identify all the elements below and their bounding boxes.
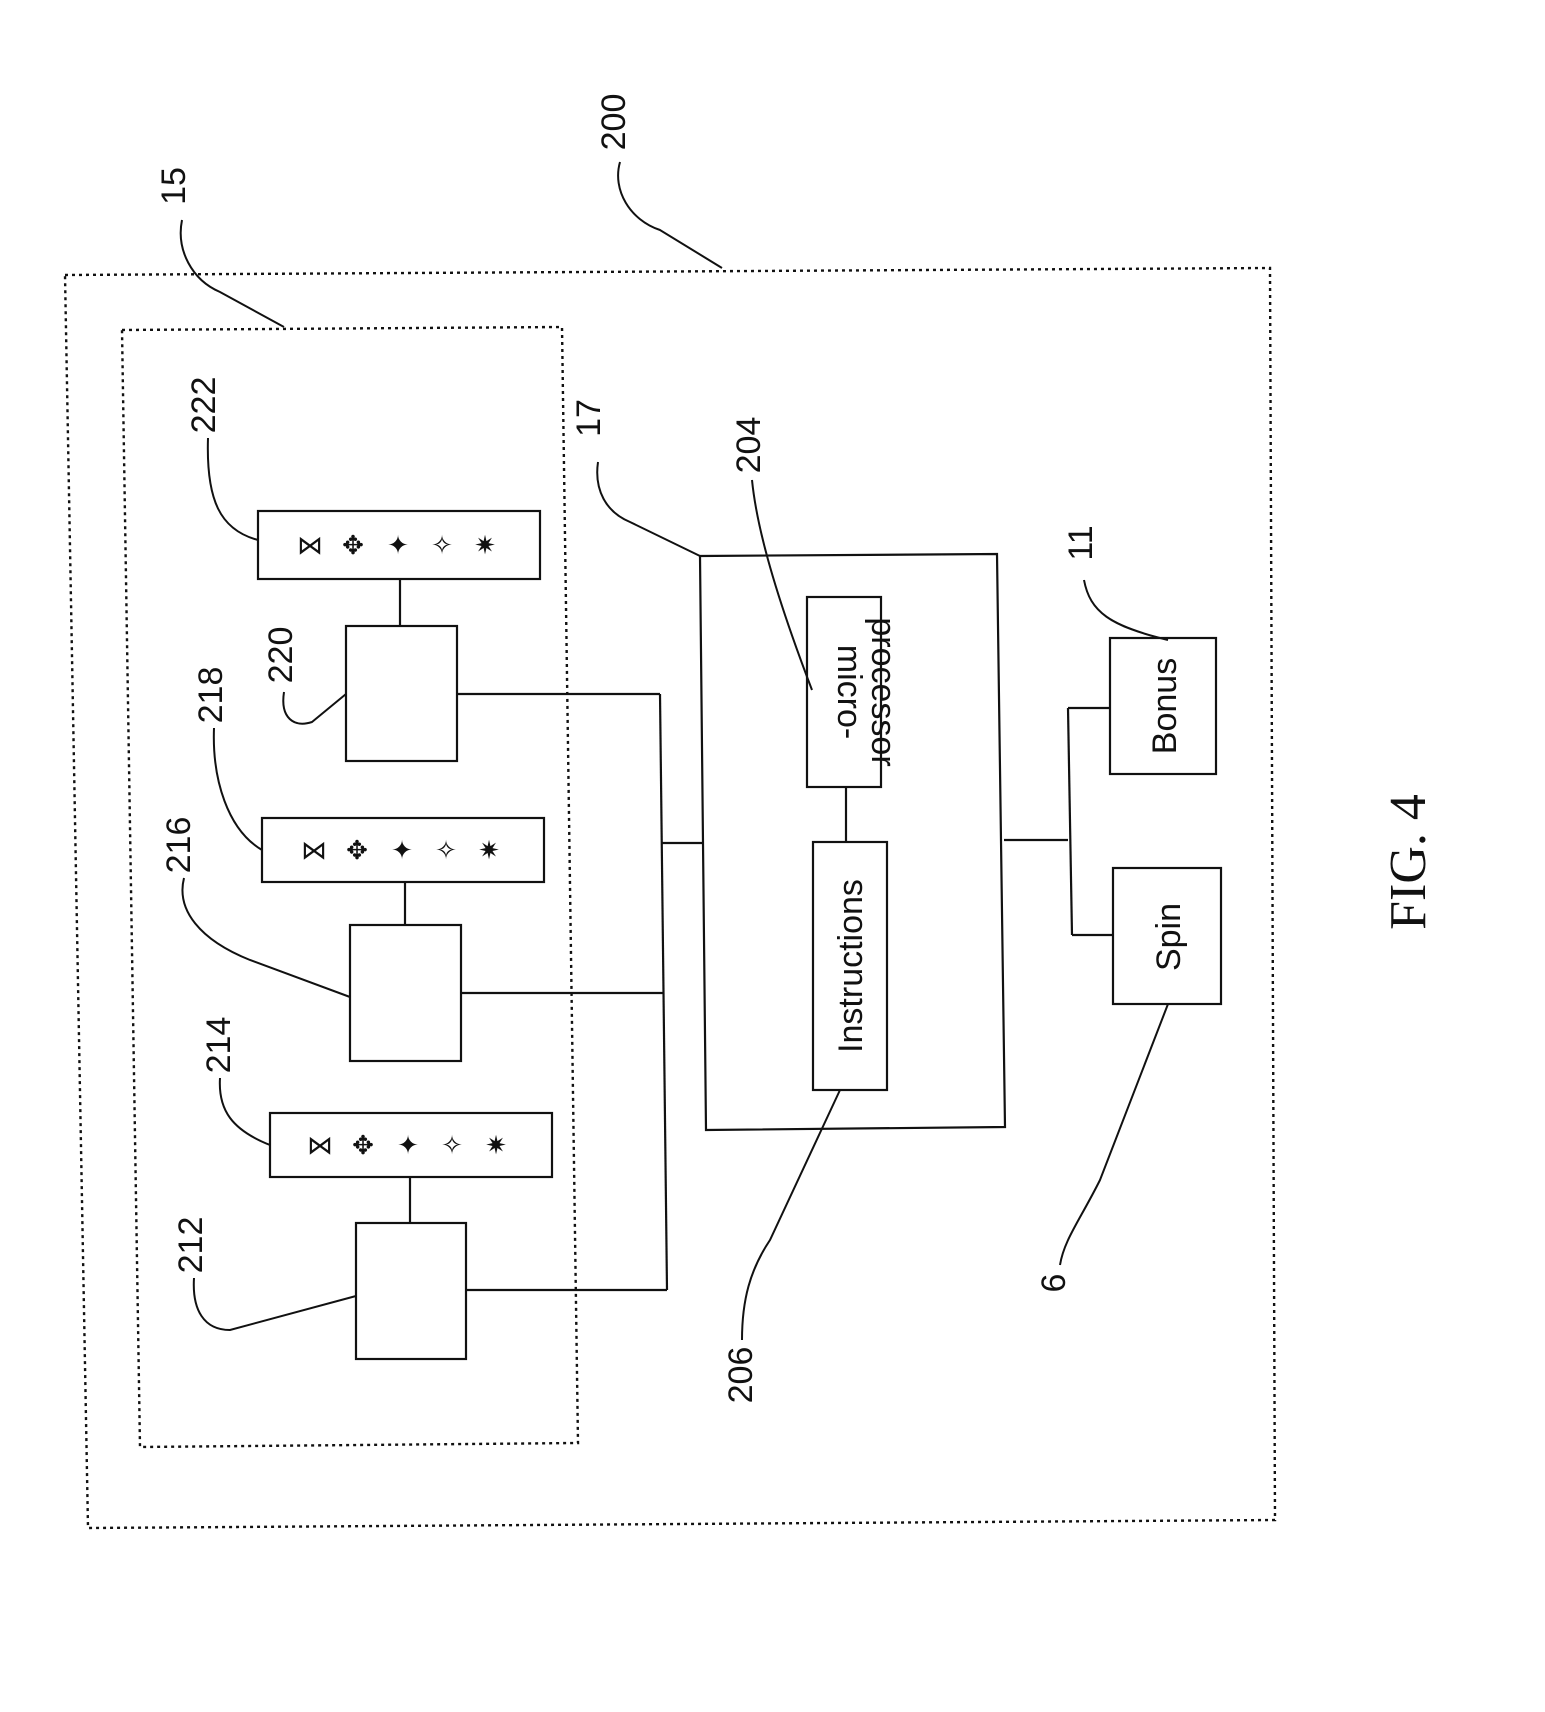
leader-line-220 xyxy=(283,692,346,724)
figure-label: FIG. 4 xyxy=(1380,794,1437,930)
reel-symbol: ✥ xyxy=(346,836,368,866)
reel-symbol: ✧ xyxy=(441,1131,463,1161)
ref-220: 220 xyxy=(262,627,300,684)
ref-206: 206 xyxy=(722,1347,760,1404)
display-box-212 xyxy=(356,1223,466,1359)
reel-symbol: ⋈ xyxy=(307,1131,333,1161)
display-box-216 xyxy=(350,925,461,1061)
ref-212: 212 xyxy=(172,1217,210,1274)
reel-symbol: ✧ xyxy=(435,836,457,866)
leader-line-6 xyxy=(1060,1004,1168,1265)
ref-17: 17 xyxy=(570,399,608,437)
bus-line xyxy=(1068,708,1072,935)
leader-line-222 xyxy=(208,438,258,540)
system-boundary xyxy=(65,268,1275,1528)
ref-11: 11 xyxy=(1062,525,1100,560)
ref-15: 15 xyxy=(155,167,193,205)
spin-label: Spin xyxy=(1150,903,1188,971)
leader-line-11 xyxy=(1084,580,1168,640)
display-group-boundary xyxy=(122,327,578,1447)
leader-line-212 xyxy=(194,1278,356,1330)
ref-218: 218 xyxy=(192,667,230,724)
reel-symbol: ⋈ xyxy=(301,836,327,866)
microprocessor-label: micro- xyxy=(830,645,868,739)
leader-line-17 xyxy=(597,462,700,556)
ref-6: 6 xyxy=(1035,1274,1073,1293)
reel-symbol: ✷ xyxy=(474,531,496,561)
leader-line-218 xyxy=(214,728,262,850)
reel-symbol: ✧ xyxy=(431,531,453,561)
ref-214: 214 xyxy=(200,1017,238,1074)
reel-symbol: ✦ xyxy=(391,836,413,866)
bonus-label: Bonus xyxy=(1146,658,1184,754)
reel-symbol: ✷ xyxy=(485,1131,507,1161)
reel-symbol: ✥ xyxy=(342,531,364,561)
ref-222: 222 xyxy=(185,377,223,434)
ref-216: 216 xyxy=(160,817,198,874)
display-box-220 xyxy=(346,626,457,761)
ref-204: 204 xyxy=(730,417,768,474)
reel-symbol: ✷ xyxy=(478,836,500,866)
reel-symbol: ✦ xyxy=(387,531,409,561)
leader-line-214 xyxy=(220,1078,270,1145)
leader-line-200 xyxy=(618,162,722,268)
leader-line-216 xyxy=(182,878,350,997)
reel-symbol: ⋈ xyxy=(297,531,323,561)
instructions-label: Instructions xyxy=(832,879,870,1053)
reel-symbol: ✦ xyxy=(397,1131,419,1161)
ref-200: 200 xyxy=(595,94,633,151)
microprocessor-label: processor xyxy=(864,617,902,766)
reel-symbol: ✥ xyxy=(352,1131,374,1161)
